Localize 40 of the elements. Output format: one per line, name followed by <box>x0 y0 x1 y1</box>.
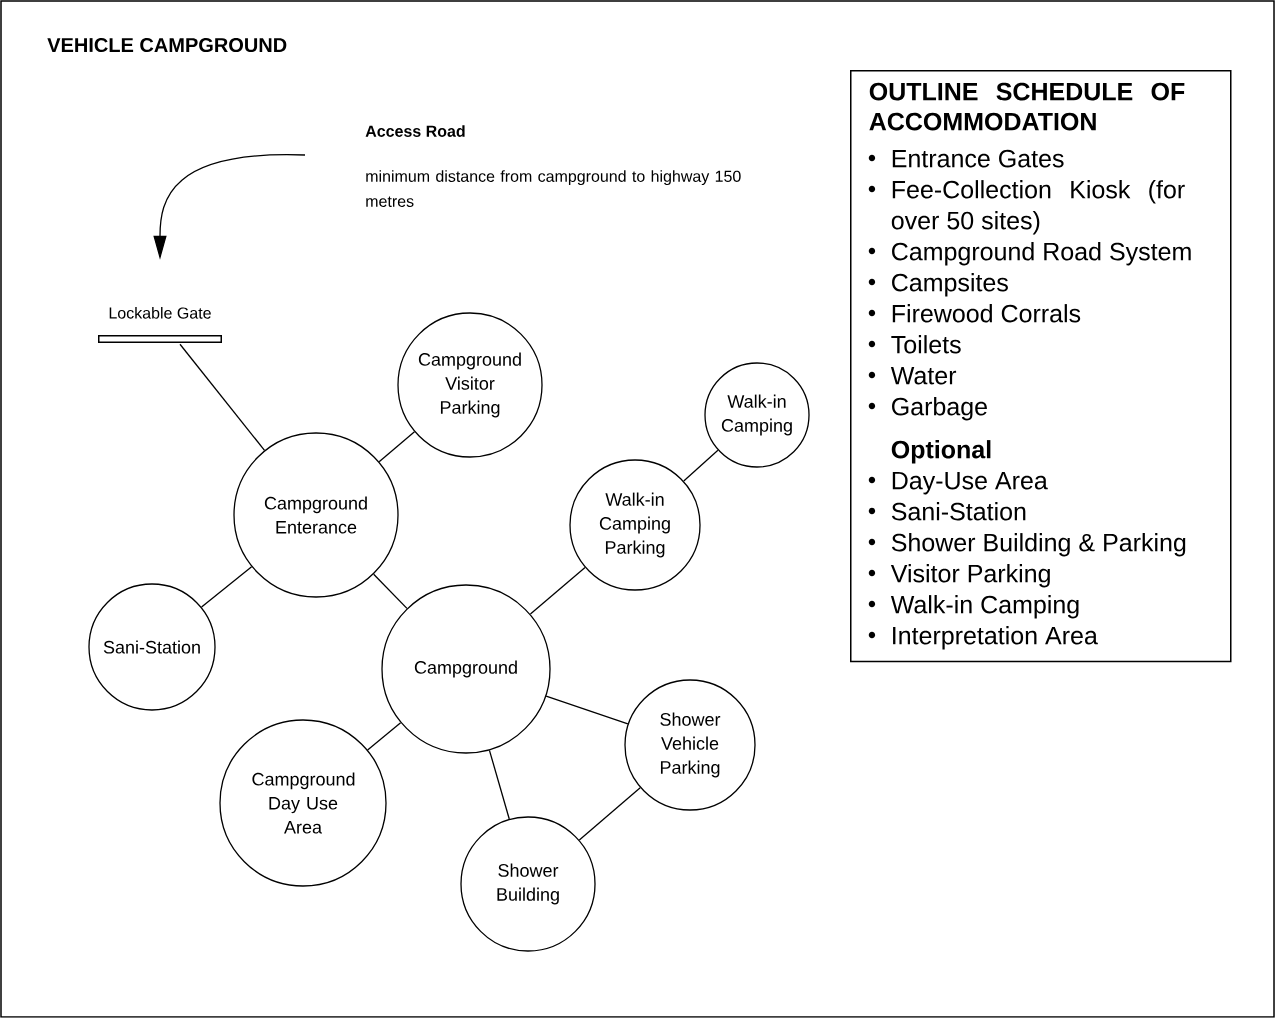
list-item: Sani-Station <box>891 502 1026 521</box>
list-item: Toilets <box>891 335 961 354</box>
connector-line <box>366 722 402 751</box>
circle-node: Campground Visitor Parking <box>397 312 543 458</box>
connector-line <box>683 449 719 482</box>
list-item: Interpretation Area <box>893 626 1098 650</box>
list-item: Entrance Gates <box>892 149 1064 168</box>
subheading: Optional <box>891 440 991 464</box>
circle-node: Campground Day Use Area <box>219 719 387 887</box>
connector-line <box>578 787 641 841</box>
lockable-gate: Lockable Gate <box>97 306 223 344</box>
list-item: Day-Use Area <box>892 472 1048 495</box>
road-label: Access Road <box>365 125 465 137</box>
connector-line <box>200 566 253 608</box>
list-item: Firewood Corrals <box>892 304 1081 323</box>
list-item: Shower Building & Parking <box>891 533 1186 557</box>
connector-line <box>373 573 408 609</box>
connector-line <box>179 343 266 451</box>
circle-node: Walk-in Camping Parking <box>569 459 701 591</box>
list-item: Visitor Parking <box>890 564 1050 588</box>
circle-node: Walk-in Camping <box>704 362 810 468</box>
connector-line <box>545 695 629 725</box>
circle-node: Campground <box>381 584 551 754</box>
circle-node: Campground Enterance <box>233 432 399 598</box>
diagram-title: VEHICLE CAMPGROUND <box>47 37 287 53</box>
schedule-box <box>850 70 1232 663</box>
list-item: Water <box>890 367 957 385</box>
list-item: Garbage <box>892 397 987 421</box>
list-item: Walk-in Camping <box>890 595 1079 619</box>
circle-node: Shower Building <box>460 816 596 952</box>
connector-line <box>488 749 510 820</box>
schedule-heading: OUTLINE SCHEDULE OF ACCOMMODATION <box>869 82 1185 131</box>
connector-line <box>529 566 586 615</box>
note-text: minimum distance from campground to highway 150 metres <box>366 170 741 207</box>
connector-line <box>378 431 416 463</box>
list-item: Campground Road System <box>892 242 1191 266</box>
circle-node: Sani-Station <box>88 583 216 711</box>
circle-node: Shower Vehicle Parking <box>624 679 756 811</box>
list-item: Fee-Collection Kiosk (for over 50 sites) <box>891 180 1185 235</box>
list-item: Campsites <box>892 273 1008 297</box>
